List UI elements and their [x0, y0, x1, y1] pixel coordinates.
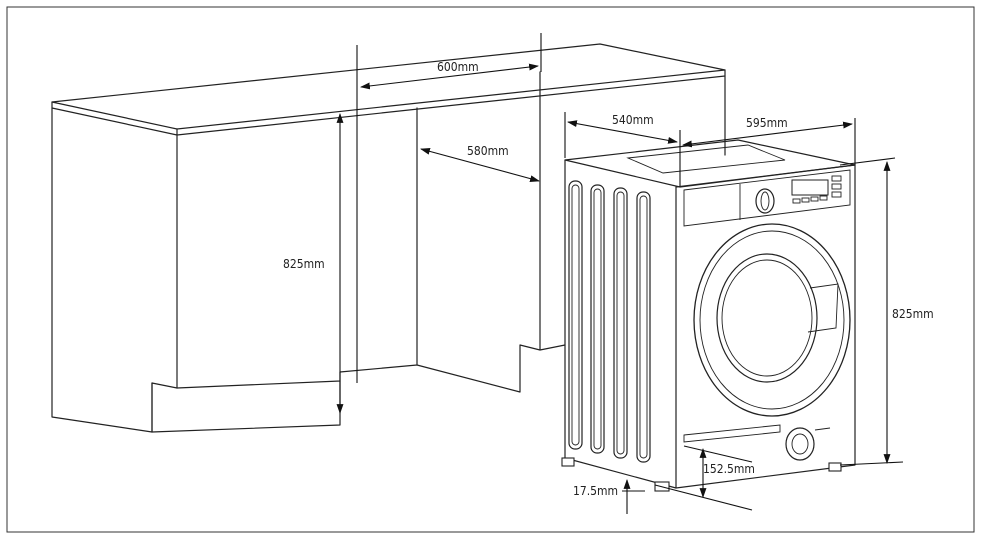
- diagram-frame: [6, 6, 975, 533]
- kitchen-cabinet: [51, 43, 726, 433]
- label-niche-depth: 580mm: [467, 144, 509, 158]
- cabinet-plinth: [151, 380, 341, 433]
- label-cabinet-height: 825mm: [283, 257, 325, 271]
- dim-line-top-width: [360, 63, 539, 90]
- control-strip: [683, 169, 851, 227]
- label-toe-kick: 152.5mm: [703, 462, 755, 476]
- label-machine-height: 825mm: [892, 307, 934, 321]
- service-panel: [683, 424, 781, 443]
- dimension-labels: 600mm 580mm 825mm 540mm 595mm 825mm 152.…: [283, 60, 934, 498]
- label-machine-width: 595mm: [746, 116, 788, 130]
- display-screen: [791, 179, 829, 196]
- cabinet-side-panel: [51, 107, 178, 433]
- control-buttons: [792, 175, 842, 204]
- side-grooves: [568, 180, 651, 463]
- dim-line-machine-depth: [567, 120, 678, 144]
- door-glass: [716, 253, 818, 383]
- machine-side: [564, 159, 677, 489]
- washing-machine: [561, 139, 856, 492]
- label-foot-height: 17.5mm: [573, 484, 618, 498]
- label-top-width: 600mm: [437, 60, 479, 74]
- program-knob: [755, 188, 775, 214]
- cabinet-front-panel: [176, 107, 418, 389]
- dim-line-niche-depth: [420, 147, 540, 183]
- drain-filter: [785, 427, 815, 461]
- dimension-lines: [336, 33, 904, 514]
- door-handle: [807, 283, 839, 333]
- label-machine-depth: 540mm: [612, 113, 654, 127]
- niche-inner-walls: [416, 71, 726, 393]
- machine-front: [675, 164, 856, 489]
- machine-top-panel: [626, 144, 786, 174]
- dim-line-machine-width: [682, 121, 853, 148]
